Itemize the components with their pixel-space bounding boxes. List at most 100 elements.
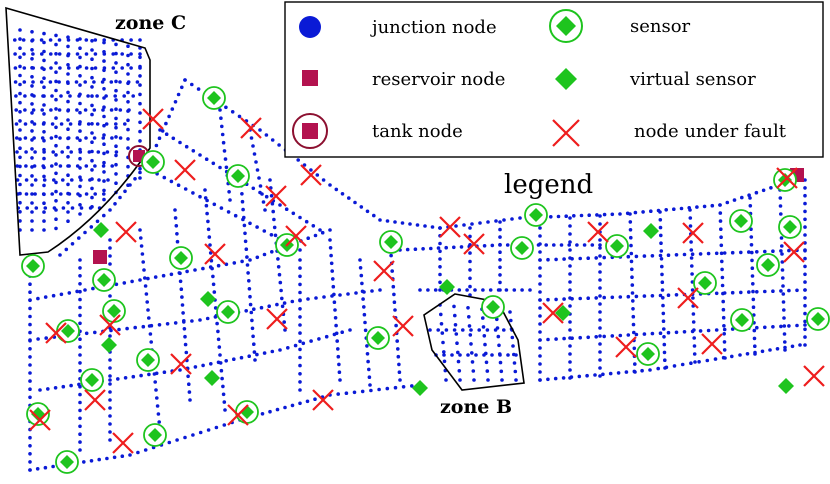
fault-cross: [587, 221, 609, 243]
junction-node: [230, 110, 235, 114]
junction-node: [405, 247, 410, 252]
junction-node: [54, 171, 58, 176]
junction-node: [169, 272, 174, 277]
junction-node: [538, 258, 542, 262]
sensor-node: [610, 239, 624, 253]
junction-node: [78, 150, 83, 154]
junction-node: [298, 282, 302, 287]
junction-node: [439, 322, 444, 326]
junction-node: [630, 267, 634, 272]
junction-node: [147, 372, 151, 377]
junction-node: [33, 192, 37, 196]
junction-node: [498, 242, 502, 247]
junction-node: [305, 399, 310, 404]
junction-node: [787, 288, 791, 293]
junction-node: [214, 425, 219, 430]
junction-node: [247, 354, 251, 359]
junction-node: [108, 378, 112, 382]
junction-node: [24, 150, 28, 154]
junction-node: [304, 219, 309, 224]
junction-node: [633, 362, 637, 366]
junction-node: [456, 350, 460, 355]
junction-node: [485, 369, 490, 373]
junction-node: [18, 128, 22, 132]
junction-node: [278, 203, 282, 207]
junction-node: [93, 164, 97, 168]
fault-cross: [373, 260, 395, 282]
junction-node: [578, 256, 582, 261]
junction-node: [162, 370, 167, 375]
junction-node: [42, 178, 47, 182]
junction-node: [90, 103, 94, 108]
junction-node: [370, 289, 374, 293]
junction-node: [250, 326, 255, 331]
junction-node: [723, 356, 727, 360]
junction-node: [248, 258, 252, 262]
junction-node: [167, 114, 171, 119]
junction-node: [779, 289, 783, 293]
junction-node: [18, 100, 22, 105]
junction-node: [633, 370, 637, 374]
junction-node: [498, 235, 502, 239]
junction-node: [143, 448, 148, 452]
junction-node: [33, 150, 37, 154]
junction-node: [28, 468, 32, 472]
junction-node: [722, 251, 727, 255]
junction-node: [138, 166, 142, 171]
virtual-sensor-node: [204, 370, 220, 386]
junction-node: [695, 205, 699, 209]
junction-node: [624, 370, 629, 374]
junction-node: [658, 210, 662, 214]
junction-node: [157, 136, 162, 140]
junction-node: [92, 108, 97, 112]
junction-node: [54, 199, 58, 203]
fault-cross-stroke: [392, 315, 414, 337]
junction-node: [720, 283, 725, 288]
junction-node: [454, 332, 459, 336]
junction-node: [108, 406, 112, 410]
junction-node: [336, 392, 341, 396]
junction-node: [33, 178, 38, 182]
junction-node: [42, 103, 46, 107]
junction-node: [413, 247, 418, 251]
junction-node: [594, 335, 598, 339]
junction-node: [14, 94, 18, 98]
junction-node: [15, 164, 20, 168]
junction-node: [781, 300, 786, 304]
junction-node: [138, 74, 142, 78]
junction-node: [44, 336, 48, 340]
junction-node: [43, 295, 48, 299]
junction-node: [520, 288, 524, 292]
junction-node: [78, 289, 82, 294]
junction-node: [78, 266, 82, 270]
junction-node: [42, 130, 46, 134]
junction-node: [108, 366, 112, 370]
junction-node: [157, 323, 162, 327]
junction-node: [468, 226, 472, 230]
junction-node: [215, 321, 219, 326]
junction-node: [311, 224, 316, 228]
junction-node: [562, 257, 566, 261]
junction-node: [410, 384, 414, 388]
junction-node: [260, 412, 265, 416]
junction-node: [787, 248, 791, 253]
junction-node: [458, 353, 462, 357]
junction-node: [95, 94, 99, 98]
fault-cross-stroke: [439, 216, 461, 238]
junction-node: [333, 316, 338, 320]
fault-cross-stroke: [615, 336, 637, 358]
junction-node: [610, 295, 615, 300]
junction-node: [216, 337, 221, 342]
junction-node: [368, 383, 372, 387]
junction-node: [438, 226, 442, 230]
junction-node: [787, 324, 791, 328]
junction-node: [452, 245, 456, 250]
fault-cross-stroke: [112, 432, 134, 454]
junction-node: [54, 61, 58, 65]
junction-node: [500, 378, 504, 382]
junction-node: [269, 233, 274, 237]
node-overlay: [21, 86, 830, 474]
junction-node: [57, 38, 62, 42]
junction-node: [554, 257, 558, 262]
junction-node: [78, 55, 82, 60]
